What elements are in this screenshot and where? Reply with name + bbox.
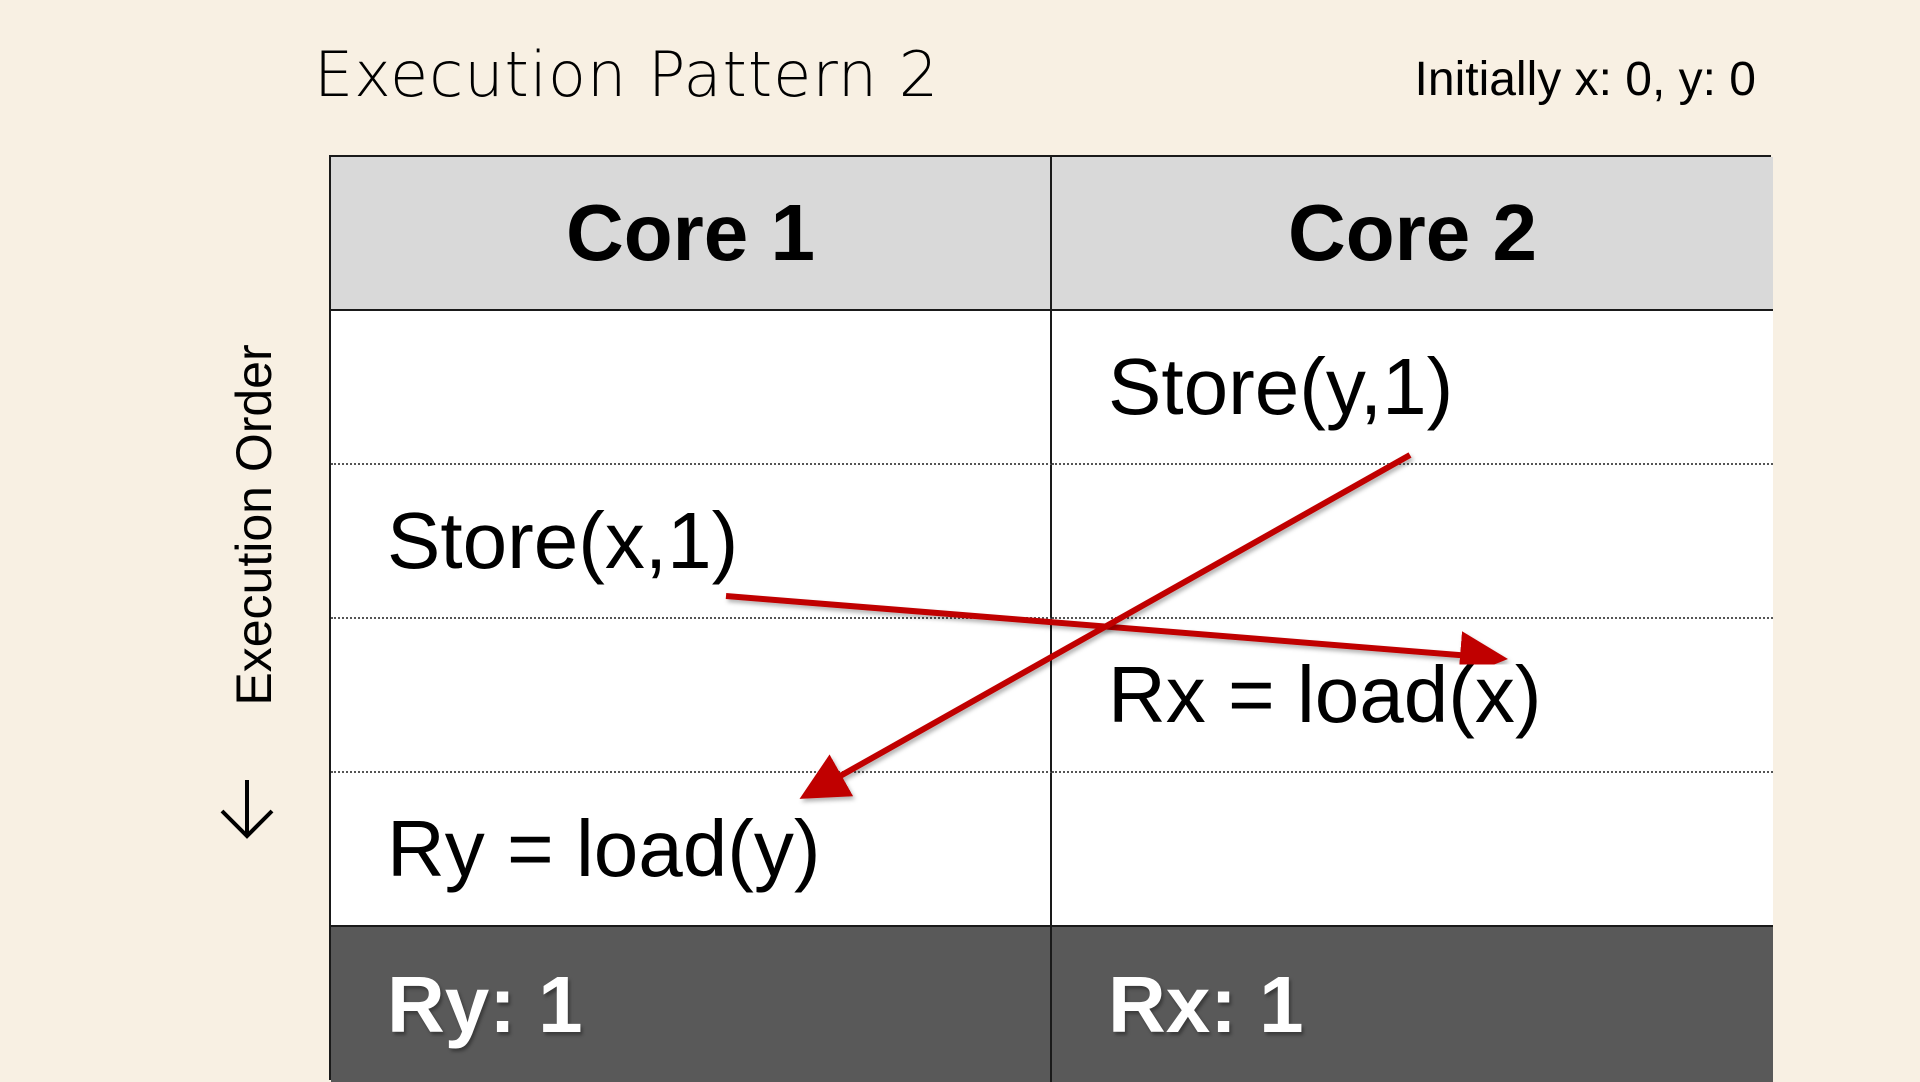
core2-step-2 [1052, 465, 1773, 619]
initial-values-note: Initially x: 0, y: 0 [1414, 53, 1756, 106]
header-core-2: Core 2 [1052, 157, 1773, 311]
result-core-2: Rx: 1 [1052, 927, 1773, 1082]
core2-step-3: Rx = load(x) [1052, 619, 1773, 773]
core1-step-3 [331, 619, 1052, 773]
core2-step-4 [1052, 773, 1773, 927]
core1-step-4: Ry = load(y) [331, 773, 1052, 927]
execution-order-label: Execution Order [226, 344, 282, 706]
diagram-title: Execution Pattern 2 [314, 38, 940, 111]
core2-step-1: Store(y,1) [1052, 311, 1773, 465]
core1-step-1 [331, 311, 1052, 465]
down-arrow-icon [220, 780, 274, 839]
result-core-1: Ry: 1 [331, 927, 1052, 1082]
header-core-1: Core 1 [331, 157, 1052, 311]
core1-step-2: Store(x,1) [331, 465, 1052, 619]
execution-table: Core 1 Core 2 Store(y,1) Store(x,1) Rx =… [329, 155, 1773, 1082]
